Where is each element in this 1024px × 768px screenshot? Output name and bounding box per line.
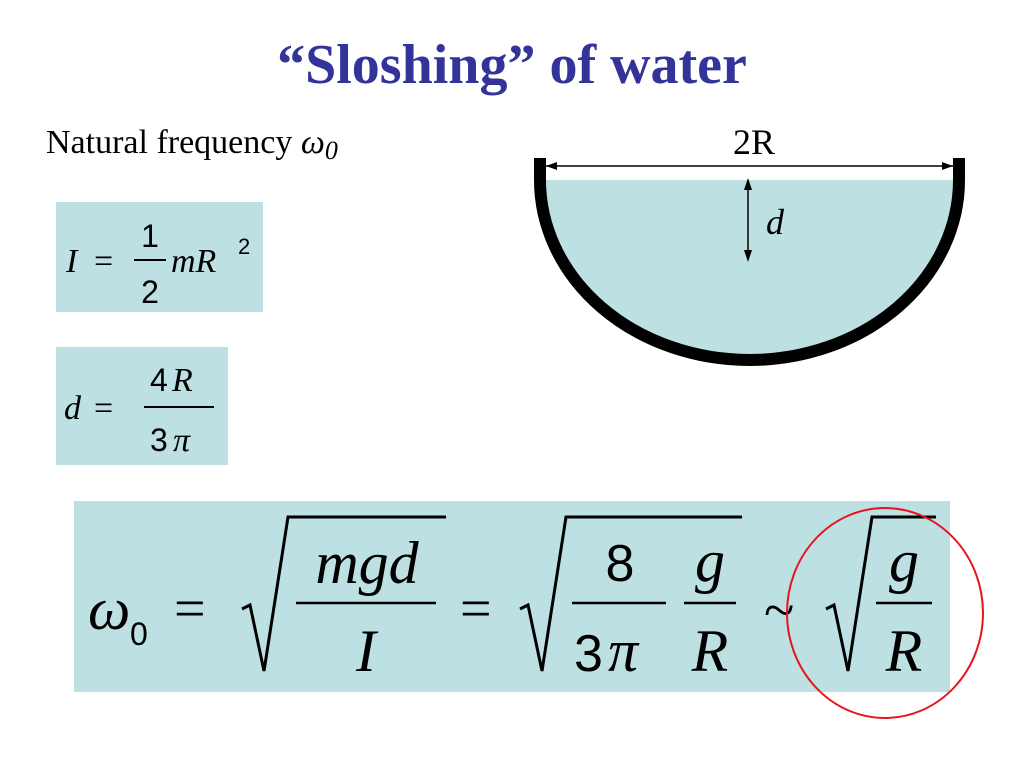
depth-lhs: d <box>64 390 82 427</box>
slide-title: “Sloshing” of water <box>277 34 747 96</box>
inertia-lhs: I <box>65 243 79 280</box>
frequency-equals-2: = <box>460 578 492 640</box>
omega-symbol: ω <box>300 124 325 161</box>
depth-equation: d = 4 R 3 π <box>64 362 214 459</box>
inertia-exponent: 2 <box>238 234 250 259</box>
inertia-numerator: 1 <box>141 218 159 254</box>
depth-num-digit: 4 <box>150 362 168 398</box>
frequency-equation-box: ω 0 = mgd I = 8 3 π g R ~ g R <box>74 501 950 692</box>
frac4-numerator: g <box>889 528 919 594</box>
sqrt-sign-2 <box>519 515 742 672</box>
frac2-den-var: π <box>608 618 640 684</box>
depth-den-digit: 3 <box>150 422 168 458</box>
depth-num-var: R <box>171 362 193 399</box>
inertia-denominator: 2 <box>141 274 159 310</box>
depth-label: d <box>766 202 785 242</box>
inertia-equals: = <box>94 243 113 280</box>
depth-equals: = <box>94 390 113 427</box>
water-region <box>540 180 959 360</box>
inertia-equation-box: I = 1 2 mR 2 <box>56 202 263 312</box>
frac3-numerator: g <box>695 528 725 594</box>
frac2-numerator: 8 <box>606 535 635 593</box>
approx-tilde: ~ <box>764 580 794 642</box>
bowl-diagram: 2R d <box>534 122 965 366</box>
inertia-mr: mR <box>171 243 217 280</box>
frequency-lhs-omega: ω <box>88 576 130 642</box>
depth-den-var: π <box>173 422 191 459</box>
frac1-numerator: mgd <box>315 530 419 596</box>
width-arrowhead-right <box>942 162 953 170</box>
subtitle-label: Natural frequency <box>46 124 293 161</box>
bowl-outline <box>534 158 965 366</box>
sqrt-sign-1 <box>241 515 446 672</box>
frac2-den-digit: 3 <box>574 625 603 683</box>
width-label: 2R <box>733 122 775 162</box>
frequency-equation: ω 0 = mgd I = 8 3 π g R ~ g R <box>88 515 936 684</box>
inertia-equation: I = 1 2 mR 2 <box>65 218 250 310</box>
frac3-denominator: R <box>691 618 729 684</box>
frequency-equals-1: = <box>174 578 206 640</box>
depth-equation-box: d = 4 R 3 π <box>56 347 228 465</box>
frequency-lhs-subscript: 0 <box>130 616 148 652</box>
frac4-denominator: R <box>885 618 923 684</box>
frac1-denominator: I <box>355 618 379 684</box>
width-arrowhead-left <box>546 162 557 170</box>
depth-arrowhead-top <box>744 178 752 190</box>
omega-subscript: 0 <box>324 136 338 165</box>
subtitle-natural-frequency: Natural frequency ω0 <box>46 124 338 166</box>
depth-arrowhead-bottom <box>744 250 752 262</box>
